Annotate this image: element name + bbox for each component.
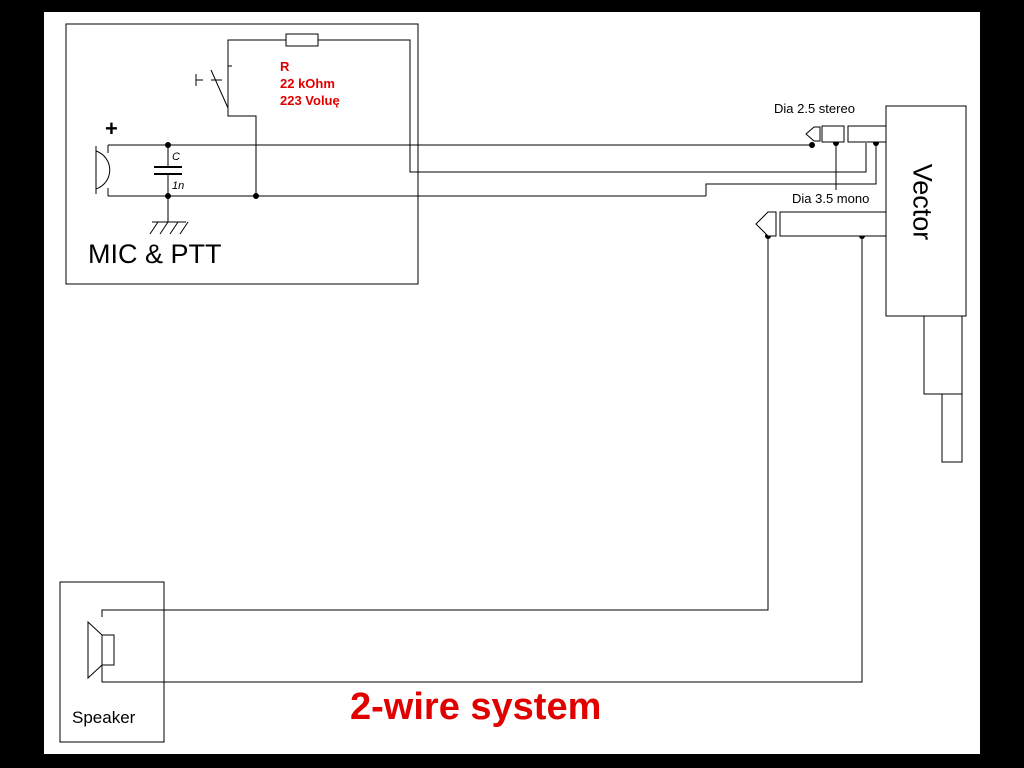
resistor-note: 223 Voluę: [280, 93, 340, 108]
resistor-label: R: [280, 59, 290, 74]
plus-sign: +: [105, 116, 118, 141]
mic-ptt-box: [65, 23, 419, 285]
speaker-wire-b: [101, 236, 863, 683]
stereo-connector-label: Dia 2.5 stereo: [774, 101, 855, 116]
microphone-icon: [95, 146, 111, 194]
ground-return-wire: [705, 143, 877, 196]
resistor-icon: [285, 33, 319, 47]
ground-icon: [149, 221, 189, 235]
ptt-switch-icon: [195, 39, 286, 196]
speaker-box: [59, 581, 165, 743]
capacitor-label: C: [172, 151, 180, 163]
mono-connector-label: Dia 3.5 mono: [792, 191, 870, 206]
mono-plug-icon: [755, 211, 887, 237]
resistor-value: 22 kOhm: [280, 76, 335, 91]
speaker-icon: [87, 620, 115, 680]
mic-ptt-title: MIC & PTT: [88, 239, 222, 269]
speaker-wire-a: [101, 236, 769, 617]
diagram-paper: [44, 12, 980, 754]
diagram-caption: 2-wire system: [350, 686, 602, 728]
resistor-wire: [318, 39, 867, 173]
vector-radio-icon: [885, 105, 967, 463]
capacitor-value: 1n: [172, 180, 185, 192]
speaker-label: Speaker: [72, 708, 136, 727]
vector-device-label: Vector: [907, 163, 938, 241]
